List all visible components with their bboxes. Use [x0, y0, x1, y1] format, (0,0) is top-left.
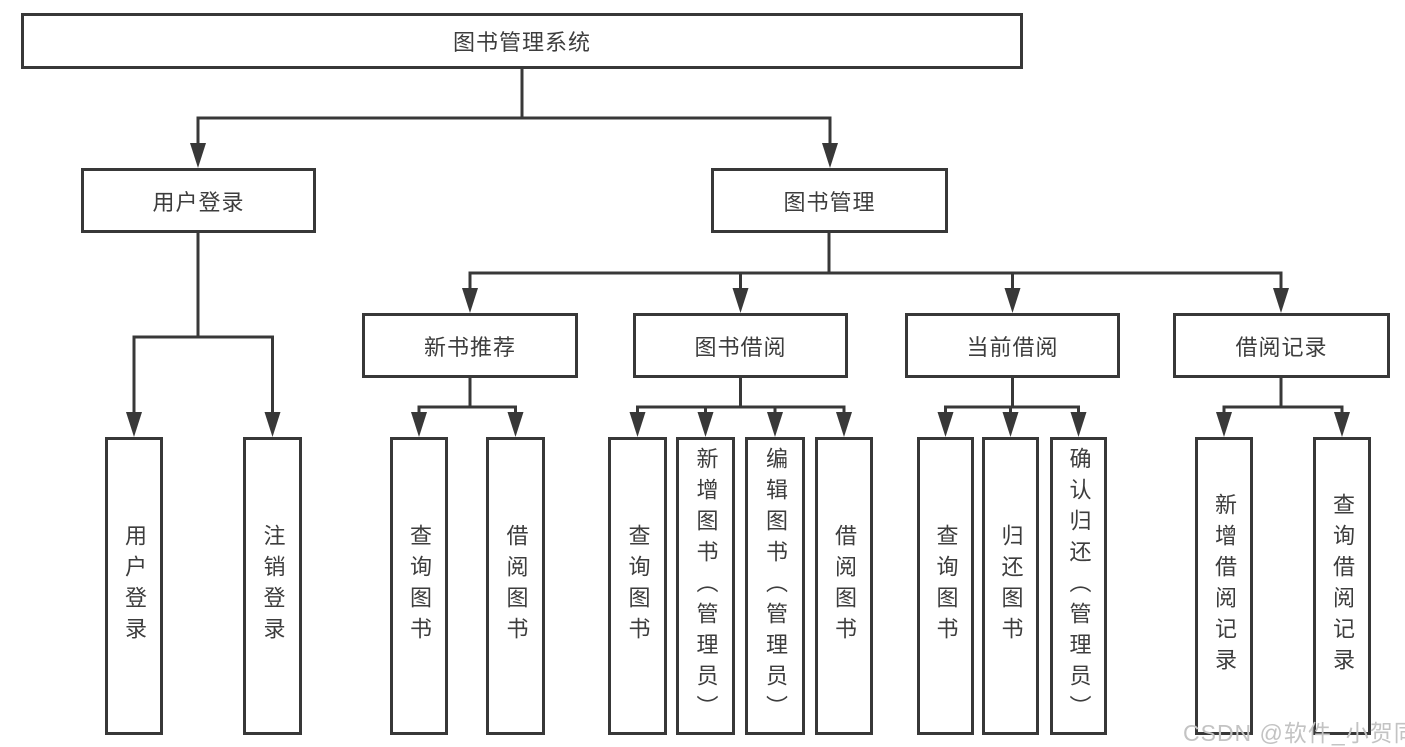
arrowhead: [190, 143, 206, 168]
node-label: 图书管理: [783, 189, 876, 215]
node-label: 图书借阅: [694, 334, 787, 360]
leaf-edit-book-admin: 编辑图书（管理员）: [745, 437, 805, 735]
node-label: 新书推荐: [423, 334, 516, 360]
arrowhead: [126, 412, 142, 437]
leaf-query-borrow-record: 查询借阅记录: [1313, 437, 1371, 735]
node-label: 用户登录: [152, 189, 245, 215]
node-borrowing-records: 借阅记录: [1173, 313, 1390, 378]
node-label: 新增图书（管理员）: [693, 446, 719, 726]
arrowhead: [767, 412, 783, 437]
connector-newbooks-to-leaves: [417, 377, 517, 413]
arrowhead: [462, 288, 478, 313]
node-label: 当前借阅: [966, 334, 1059, 360]
leaf-add-borrow-record: 新增借阅记录: [1195, 437, 1253, 735]
leaf-user-login: 用户登录: [105, 437, 163, 735]
leaf-add-book-admin: 新增图书（管理员）: [676, 437, 735, 735]
arrowhead: [411, 412, 427, 437]
arrowhead: [697, 412, 714, 437]
leaf-borrow-books-borrowing: 借阅图书: [815, 437, 873, 735]
node-label: 查询图书: [625, 524, 651, 648]
node-label: 编辑图书（管理员）: [763, 446, 788, 726]
arrowhead: [836, 412, 852, 437]
node-label: 查询图书: [933, 524, 959, 648]
arrowhead: [264, 412, 281, 437]
connector-current-to-leaves: [944, 377, 1080, 413]
arrowhead: [629, 412, 646, 437]
leaf-confirm-return-admin: 确认归还（管理员）: [1050, 437, 1107, 735]
leaf-return-books: 归还图书: [982, 437, 1039, 735]
connector-borrowing-to-leaves: [636, 377, 846, 413]
connector-userlogin-to-leaves: [132, 232, 274, 413]
leaf-query-books-borrowing: 查询图书: [608, 437, 667, 735]
arrowhead: [1004, 288, 1021, 313]
arrowhead: [1334, 412, 1350, 437]
node-label: 借阅图书: [832, 524, 857, 648]
node-label: 图书管理系统: [452, 30, 591, 55]
arrowhead: [507, 412, 524, 437]
leaf-borrow-books-recommend: 借阅图书: [486, 437, 545, 735]
node-label: 新增借阅记录: [1212, 493, 1237, 679]
node-label: 查询借阅记录: [1330, 493, 1355, 679]
node-label: 注销登录: [260, 524, 286, 648]
connector-bookmgmt-to-level3: [468, 232, 1283, 289]
node-label: 归还图书: [998, 524, 1024, 648]
arrowhead: [732, 288, 749, 313]
leaf-query-books-current: 查询图书: [917, 437, 974, 735]
arrowhead: [1216, 412, 1232, 437]
connector-records-to-leaves: [1222, 377, 1344, 413]
node-label: 借阅图书: [503, 524, 529, 648]
arrowhead: [1002, 412, 1019, 437]
node-book-borrowing: 图书借阅: [633, 313, 848, 378]
connector-root-to-level2: [196, 68, 832, 144]
node-user-login: 用户登录: [81, 168, 316, 233]
node-label: 用户登录: [122, 524, 147, 648]
node-library-management-system: 图书管理系统: [21, 13, 1023, 69]
node-label: 借阅记录: [1235, 334, 1328, 360]
csdn-watermark: CSDN @软件_小贺同学: [1183, 720, 1405, 746]
leaf-logout: 注销登录: [243, 437, 302, 735]
arrowhead: [822, 143, 838, 168]
arrowhead: [937, 412, 954, 437]
leaf-query-books-recommend: 查询图书: [390, 437, 448, 735]
node-book-management: 图书管理: [711, 168, 948, 233]
node-new-book-recommendation: 新书推荐: [362, 313, 578, 378]
node-label: 查询图书: [407, 524, 432, 648]
arrowhead: [1070, 412, 1087, 437]
node-label: 确认归还（管理员）: [1066, 446, 1092, 726]
arrowhead: [1273, 288, 1289, 313]
node-current-borrowing: 当前借阅: [905, 313, 1120, 378]
